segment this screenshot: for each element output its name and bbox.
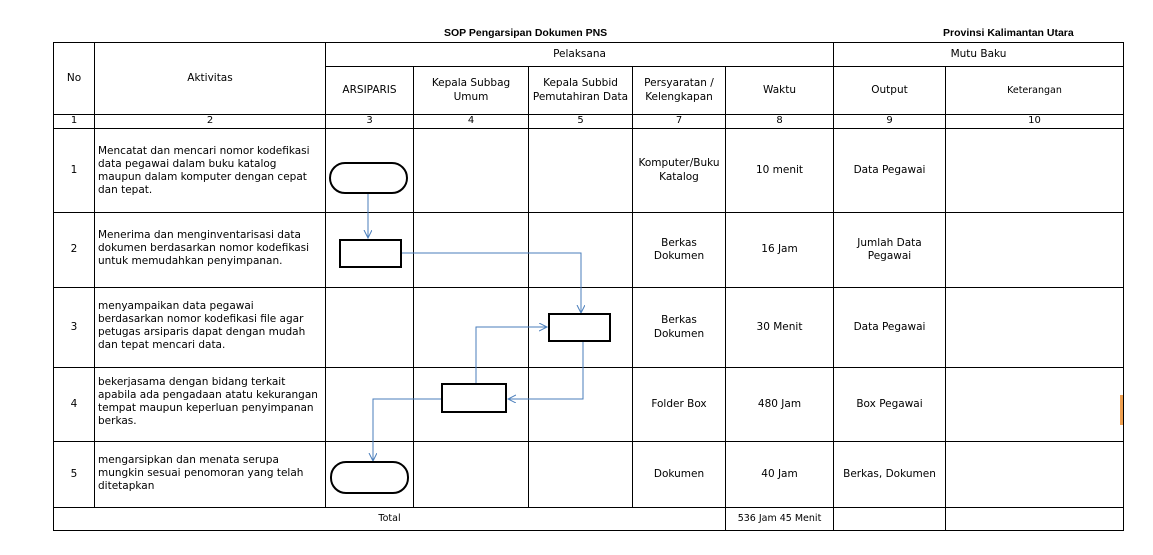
row-output: Box Pegawai (833, 367, 946, 442)
row-output: Data Pegawai (833, 287, 946, 368)
header-mutu-baku: Mutu Baku (833, 42, 1124, 67)
header-no: No (53, 42, 95, 115)
header-kasubbid: Kepala Subbid Pemutahiran Data (528, 66, 633, 115)
row-aktivitas: Menerima dan menginventarisasi data doku… (94, 212, 326, 288)
cell-kasubbid (528, 367, 633, 442)
row-no: 5 (53, 441, 95, 508)
row-aktivitas: Mencatat dan mencari nomor kodefikasi da… (94, 128, 326, 213)
row-keterangan (945, 212, 1124, 288)
row-no: 4 (53, 367, 95, 442)
row-keterangan (945, 128, 1124, 213)
column-number-row: 1 2 3 4 5 7 8 9 10 (53, 114, 1124, 129)
total-waktu: 536 Jam 45 Menit (725, 507, 834, 531)
row-keterangan (945, 441, 1124, 508)
row-waktu: 40 Jam (725, 441, 834, 508)
header-output: Output (833, 66, 946, 115)
header-persyaratan: Persyaratan / Kelengkapan (632, 66, 726, 115)
header-kasubbag: Kepala Subbag Umum (413, 66, 529, 115)
column-number: 10 (945, 114, 1124, 129)
cell-kasubbid (528, 287, 633, 368)
sop-table: No Aktivitas Pelaksana Mutu Baku ARSIPAR… (53, 42, 1124, 531)
cell-kasubbid (528, 128, 633, 213)
cell-kasubbag (413, 287, 529, 368)
cell-kasubbag (413, 441, 529, 508)
row-no: 2 (53, 212, 95, 288)
row-aktivitas: menyampaikan data pegawai berdasarkan no… (94, 287, 326, 368)
table-row: 2 Menerima dan menginventarisasi data do… (53, 212, 1124, 288)
row-waktu: 480 Jam (725, 367, 834, 442)
row-no: 3 (53, 287, 95, 368)
table-row: 3 menyampaikan data pegawai berdasarkan … (53, 287, 1124, 368)
cell-arsiparis (325, 367, 414, 442)
header-pelaksana: Pelaksana (325, 42, 834, 67)
header-keterangan: Keterangan (945, 66, 1124, 115)
edge-mark (1120, 395, 1123, 425)
cell-kasubbag (413, 212, 529, 288)
document-title: SOP Pengarsipan Dokumen PNS (444, 27, 608, 39)
column-number: 3 (325, 114, 414, 129)
total-row: Total 536 Jam 45 Menit (53, 507, 1124, 531)
row-persyaratan: Folder Box (632, 367, 726, 442)
cell-kasubbid (528, 212, 633, 288)
column-number: 4 (413, 114, 529, 129)
row-waktu: 30 Menit (725, 287, 834, 368)
column-number: 5 (528, 114, 633, 129)
row-keterangan (945, 367, 1124, 442)
column-number: 8 (725, 114, 834, 129)
total-label: Total (53, 507, 726, 531)
cell-arsiparis (325, 212, 414, 288)
cell-kasubbid (528, 441, 633, 508)
cell-kasubbag (413, 128, 529, 213)
cell-arsiparis (325, 287, 414, 368)
row-output: Data Pegawai (833, 128, 946, 213)
table-row: 4 bekerjasama dengan bidang terkait apab… (53, 367, 1124, 442)
row-output: Jumlah Data Pegawai (833, 212, 946, 288)
table-row: 5 mengarsipkan dan menata serupa mungkin… (53, 441, 1124, 508)
total-output (833, 507, 946, 531)
row-waktu: 16 Jam (725, 212, 834, 288)
row-aktivitas: mengarsipkan dan menata serupa mungkin s… (94, 441, 326, 508)
table-row: 1 Mencatat dan mencari nomor kodefikasi … (53, 128, 1124, 213)
row-waktu: 10 menit (725, 128, 834, 213)
row-persyaratan: Dokumen (632, 441, 726, 508)
column-number: 2 (94, 114, 326, 129)
row-persyaratan: Berkas Dokumen (632, 287, 726, 368)
column-number: 9 (833, 114, 946, 129)
row-aktivitas: bekerjasama dengan bidang terkait apabil… (94, 367, 326, 442)
cell-arsiparis (325, 441, 414, 508)
row-output: Berkas, Dokumen (833, 441, 946, 508)
province-name: Provinsi Kalimantan Utara (943, 27, 1074, 39)
cell-kasubbag (413, 367, 529, 442)
total-keterangan (945, 507, 1124, 531)
cell-arsiparis (325, 128, 414, 213)
column-number: 1 (53, 114, 95, 129)
header-aktivitas: Aktivitas (94, 42, 326, 115)
row-keterangan (945, 287, 1124, 368)
row-persyaratan: Berkas Dokumen (632, 212, 726, 288)
header-waktu: Waktu (725, 66, 834, 115)
header-arsiparis: ARSIPARIS (325, 66, 414, 115)
row-no: 1 (53, 128, 95, 213)
column-number: 7 (632, 114, 726, 129)
row-persyaratan: Komputer/Buku Katalog (632, 128, 726, 213)
